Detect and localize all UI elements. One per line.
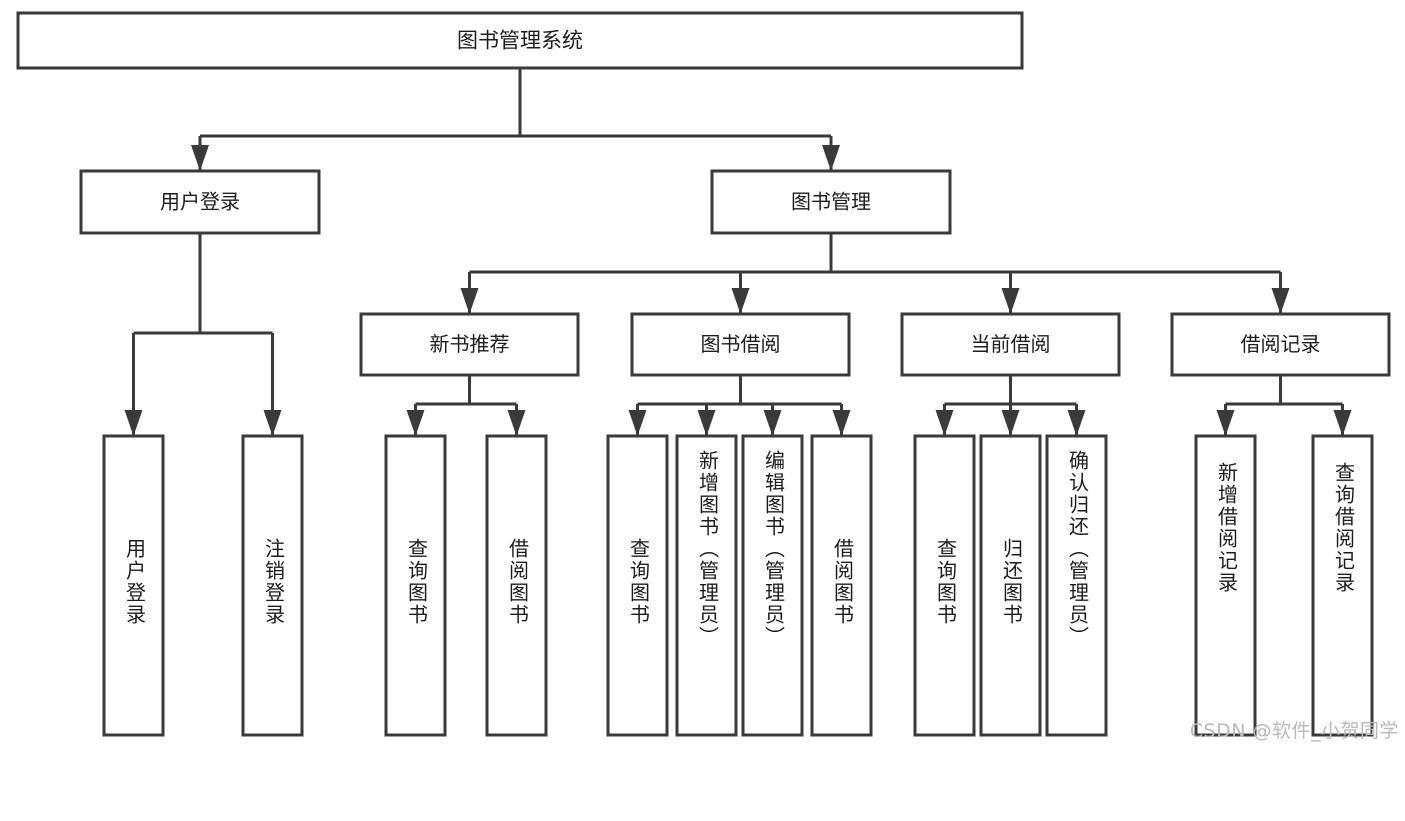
node-root[interactable]	[16, 11, 1024, 70]
edge-leaf-2-arrow-2	[763, 410, 782, 436]
edge-leaf-2-arrow-1	[697, 410, 716, 436]
edge-leaf-0-arrow-1	[263, 410, 282, 436]
node-leaf-8[interactable]	[913, 434, 976, 737]
edge-leaf-0-arrow-0	[124, 410, 143, 436]
node-leaf-10[interactable]	[1045, 434, 1108, 737]
connectors-layer	[124, 68, 1352, 436]
node-leaf-0[interactable]	[102, 434, 165, 737]
node-level2-1[interactable]	[710, 169, 952, 235]
edge-leaf-1-arrow-1	[507, 410, 526, 436]
node-leaf-3[interactable]	[485, 434, 548, 737]
node-leaf-1[interactable]	[241, 434, 304, 737]
node-level2-label-1: 图书管理	[791, 190, 871, 214]
node-level3-label-3: 借阅记录	[1241, 332, 1321, 356]
node-root-label: 图书管理系统	[457, 29, 583, 53]
node-leaf-6[interactable]	[741, 434, 804, 737]
node-leaf-2[interactable]	[384, 434, 447, 737]
diagram-canvas: 图书管理系统用户登录图书管理新书推荐图书借阅当前借阅借阅记录 用户登录注销登录查…	[16, 11, 1399, 742]
edge-root-arrow-0	[191, 145, 209, 171]
node-level2-label-0: 用户登录	[160, 190, 240, 214]
node-level3-label-2: 当前借阅	[971, 332, 1051, 356]
node-leaf-12[interactable]	[1311, 434, 1374, 737]
edge-bookmgmt-arrow-1	[731, 288, 750, 314]
edge-leaf-2-arrow-3	[832, 410, 851, 436]
edge-leaf-4-arrow-1	[1333, 410, 1352, 436]
node-level2-0[interactable]	[79, 169, 321, 235]
edge-leaf-1-arrow-0	[406, 410, 425, 436]
node-level3-label-1: 图书借阅	[701, 332, 781, 356]
node-level3-0[interactable]	[359, 312, 580, 377]
node-level3-1[interactable]	[630, 312, 851, 377]
edge-leaf-3-arrow-0	[935, 410, 954, 436]
edge-leaf-3-arrow-1	[1001, 410, 1020, 436]
node-level3-label-0: 新书推荐	[430, 332, 510, 356]
edge-bookmgmt-arrow-3	[1271, 288, 1290, 314]
node-leaf-7[interactable]	[810, 434, 873, 737]
node-leaf-4[interactable]	[606, 434, 669, 737]
edge-bookmgmt-arrow-0	[460, 288, 479, 314]
edge-root-arrow-1	[822, 145, 840, 171]
node-level3-2[interactable]	[900, 312, 1121, 377]
edge-bookmgmt-arrow-2	[1001, 288, 1020, 314]
boxes-layer	[16, 11, 1391, 737]
edge-leaf-4-arrow-0	[1216, 410, 1235, 436]
node-leaf-9[interactable]	[979, 434, 1042, 737]
node-leaf-11[interactable]	[1194, 434, 1257, 737]
edge-leaf-3-arrow-2	[1067, 410, 1086, 436]
node-level3-3[interactable]	[1170, 312, 1391, 377]
node-leaf-5[interactable]	[675, 434, 738, 737]
edge-leaf-2-arrow-0	[628, 410, 647, 436]
